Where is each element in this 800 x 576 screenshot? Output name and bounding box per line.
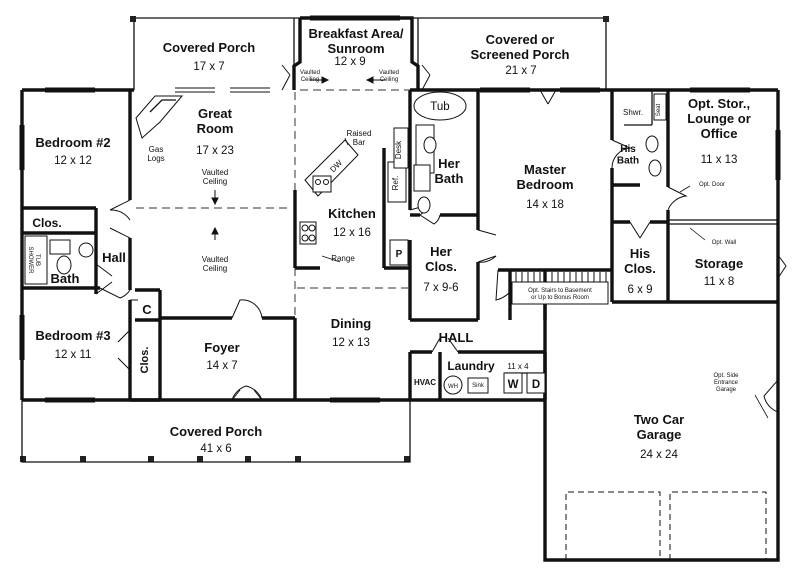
garage-doors (565, 491, 767, 560)
bedroom-3-dims: 12 x 11 (55, 349, 92, 361)
wh-label: WH (448, 384, 458, 390)
his-toilet-icon (645, 135, 659, 153)
bedroom-2-dims: 12 x 12 (54, 155, 92, 167)
opt-stairs (511, 281, 609, 305)
water-heater-icon (443, 375, 463, 395)
opt-door-label: Opt. Door (699, 182, 725, 188)
windows (19, 15, 781, 403)
seat-label: Seat (656, 103, 662, 116)
storage-name: Storage (695, 256, 743, 271)
screened-porch-dims: 21 x 7 (505, 65, 536, 77)
opt-storage-dims: 11 x 13 (701, 154, 738, 166)
dining-name: Dining (331, 316, 371, 331)
pantry-label: P (396, 249, 403, 260)
closet-c-label: C (142, 302, 152, 317)
kitchen-name: Kitchen (328, 206, 376, 221)
foyer-dims: 14 x 7 (206, 360, 237, 372)
her-closet-dims: 7 x 9-6 (423, 282, 458, 294)
opt-wall-label: Opt. Wall (712, 240, 736, 246)
dryer-label: D (532, 379, 540, 391)
breakfast-dims: 12 x 9 (334, 56, 365, 68)
space-dividers (136, 89, 410, 318)
desk-label: Desk (394, 140, 403, 159)
tub-shower-label: TUBSHOWER (27, 247, 40, 275)
range-icon (301, 224, 309, 232)
storage-dims: 11 x 8 (704, 276, 734, 288)
kitchen-dims: 12 x 16 (333, 227, 371, 239)
fireplace-icon (135, 95, 184, 139)
washer-icon (503, 372, 523, 394)
his-sink-icon (648, 159, 662, 177)
great-room-dims: 17 x 23 (196, 145, 234, 157)
clos-b3-label: Clos. (139, 347, 151, 374)
breakfast-name: Breakfast Area/Sunroom (309, 26, 404, 56)
hall-left-label: Hall (102, 250, 126, 265)
sink-label: Sink (472, 383, 485, 389)
hvac-label: HVAC (414, 378, 436, 387)
hall-center-label: HALL (439, 330, 474, 345)
bedroom-2-name: Bedroom #2 (35, 135, 110, 150)
her-sink-icon (417, 196, 431, 214)
covered-porch-rear-name: Covered Porch (163, 40, 256, 55)
clos-b2-label: Clos. (32, 216, 61, 230)
garage-dims: 24 x 24 (640, 449, 678, 461)
room-labels: Covered Porch 17 x 7 Breakfast Area/Sunr… (35, 26, 750, 461)
laundry-dims: 11 x 4 (507, 362, 529, 371)
covered-porch-front-dims: 41 x 6 (200, 443, 231, 455)
sink-icon (78, 242, 94, 258)
covered-porch-front-name: Covered Porch (170, 424, 263, 439)
shower-label: Shwr. (623, 108, 643, 117)
his-closet-dims: 6 x 9 (628, 284, 653, 296)
ref-label: Ref. (391, 176, 400, 191)
front-porch-slab (21, 400, 411, 463)
washer-label: W (508, 379, 519, 391)
dryer-icon (526, 372, 546, 394)
laundry-name: Laundry (447, 359, 495, 373)
covered-porch-rear-dims: 17 x 7 (193, 61, 224, 73)
tub-label: Tub (430, 101, 449, 113)
range-label: Range (331, 254, 355, 263)
toilet-icon (56, 255, 72, 275)
bedroom-3-name: Bedroom #3 (35, 328, 110, 343)
dining-dims: 12 x 13 (332, 337, 370, 349)
fixtures (24, 76, 769, 419)
tub-icon (413, 91, 467, 121)
tub-shower-icon (24, 235, 48, 285)
bath-label: Bath (51, 271, 80, 286)
porch-columns (20, 16, 609, 462)
her-toilet-icon (423, 136, 437, 154)
foyer-name: Foyer (204, 340, 239, 355)
master-bedroom-dims: 14 x 18 (526, 199, 564, 211)
